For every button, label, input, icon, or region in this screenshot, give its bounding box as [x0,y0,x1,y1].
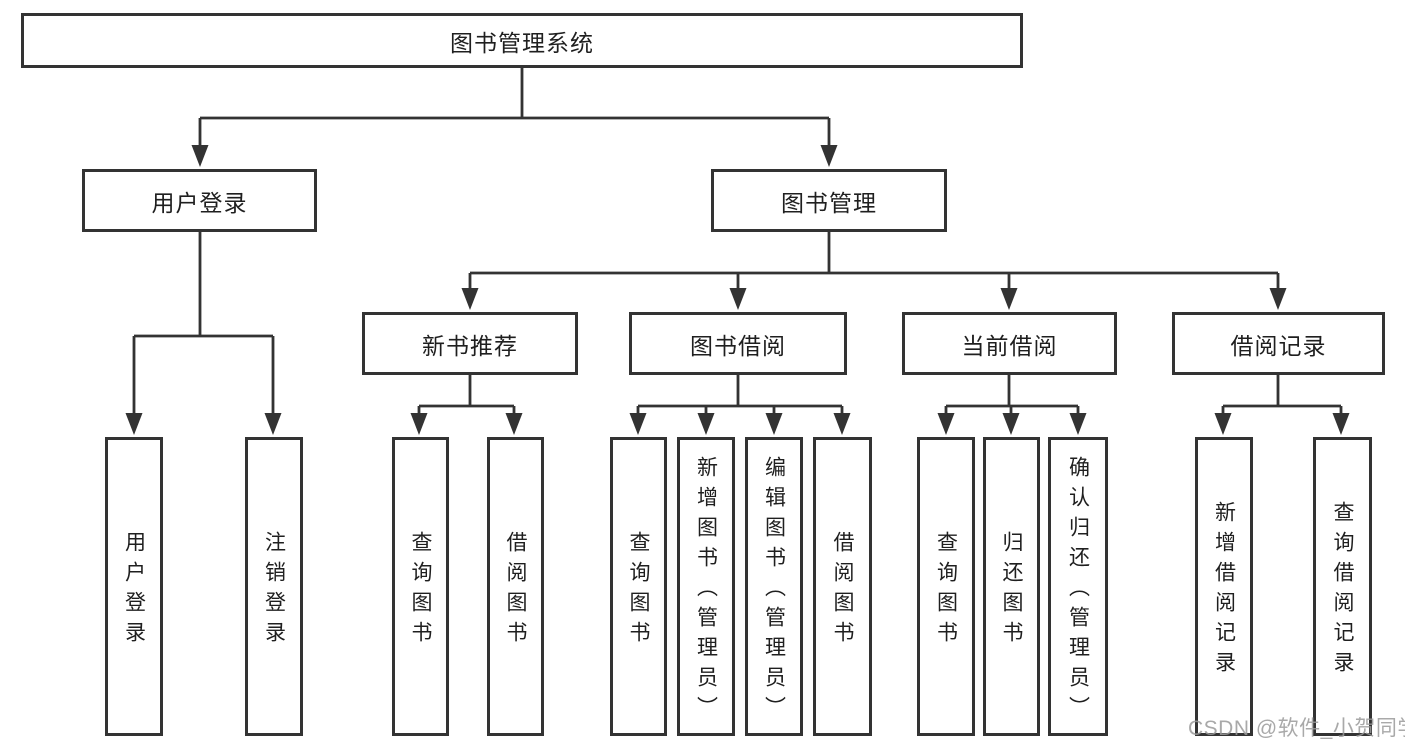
leaf-borrow-query-books: 查询图书 [610,437,667,736]
csdn-watermark: CSDN @软件_小贺同学 [1188,717,1405,740]
leaf-return-books: 归还图书 [983,437,1040,736]
node-root-label: 图书管理系统 [450,29,594,56]
leaf-user-login: 用户登录 [105,437,163,736]
leaf-current-query-books-label: 查询图书 [934,530,958,651]
node-book-management-label: 图书管理 [781,189,877,216]
leaf-confirm-return-admin: 确认归还（管理员） [1048,437,1108,736]
leaf-recommend-borrow-books: 借阅图书 [487,437,544,736]
leaf-edit-books-admin-label: 编辑图书（管理员） [762,455,786,726]
node-book-management: 图书管理 [711,169,947,232]
leaf-confirm-return-admin-label: 确认归还（管理员） [1066,455,1090,726]
leaf-logout: 注销登录 [245,437,303,736]
node-book-borrow-label: 图书借阅 [690,332,786,359]
leaf-add-books-admin: 新增图书（管理员） [677,437,735,736]
connector-book-borrow [636,375,844,418]
leaf-query-borrow-record-label: 查询借阅记录 [1331,500,1354,681]
leaf-recommend-query-books-label: 查询图书 [409,530,432,651]
node-book-borrow: 图书借阅 [629,312,847,375]
leaf-return-books-label: 归还图书 [1000,530,1023,651]
leaf-edit-books-admin: 编辑图书（管理员） [745,437,803,736]
leaf-borrow-books: 借阅图书 [813,437,872,736]
leaf-recommend-query-books: 查询图书 [392,437,449,736]
connector-new-book-recommend [417,375,516,418]
node-current-borrow-label: 当前借阅 [961,332,1058,359]
node-new-book-recommend-label: 新书推荐 [422,332,518,359]
node-borrow-records-label: 借阅记录 [1230,332,1327,359]
connector-book-management [468,232,1280,293]
leaf-logout-label: 注销登录 [262,530,286,651]
leaf-borrow-query-books-label: 查询图书 [627,530,650,651]
leaf-add-borrow-record: 新增借阅记录 [1195,437,1253,736]
leaf-current-query-books: 查询图书 [917,437,975,736]
node-borrow-records: 借阅记录 [1172,312,1385,375]
node-root: 图书管理系统 [21,13,1023,68]
leaf-borrow-books-label: 借阅图书 [831,530,854,651]
leaf-query-borrow-record: 查询借阅记录 [1313,437,1372,736]
leaf-add-borrow-record-label: 新增借阅记录 [1212,500,1236,681]
node-user-login: 用户登录 [82,169,317,232]
connector-root [198,68,831,150]
leaf-add-books-admin-label: 新增图书（管理员） [694,455,718,726]
node-user-login-label: 用户登录 [151,189,248,216]
leaf-recommend-borrow-books-label: 借阅图书 [504,530,527,651]
connector-borrow-records [1221,375,1343,418]
connector-user-login [132,232,275,418]
node-current-borrow: 当前借阅 [902,312,1117,375]
connector-current-borrow [944,375,1080,418]
node-new-book-recommend: 新书推荐 [362,312,578,375]
leaf-user-login-label: 用户登录 [122,530,146,651]
